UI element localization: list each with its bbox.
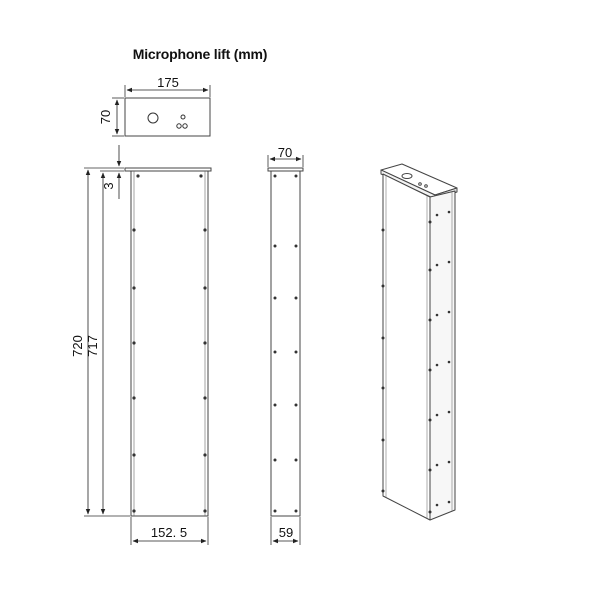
total-height-label: 720 [70,335,85,357]
side-bottom-label: 59 [279,525,293,540]
top-height-label: 70 [98,110,113,124]
front-view: 720 717 3 152. 5 [70,145,212,545]
mic-hole [147,112,159,124]
front-body [130,170,209,517]
top-view: 175 70 [98,75,211,137]
front-width-label: 152. 5 [151,525,187,540]
iso-front-face [382,173,431,521]
side-body [270,170,301,517]
small-hole-left [176,123,182,129]
small-hole-top [180,114,186,120]
top-width-label: 175 [157,75,179,90]
side-top-label: 70 [278,145,292,160]
isometric-view [380,163,458,521]
side-view: 70 59 [267,145,304,545]
iso-mic-hole [401,173,413,179]
drawing-title: Microphone lift (mm) [132,46,268,62]
front-offset-label: 3 [101,182,116,189]
body-height-label: 717 [85,335,100,357]
iso-side-face [429,190,456,521]
top-plate [124,97,211,137]
small-hole-right [182,123,188,129]
